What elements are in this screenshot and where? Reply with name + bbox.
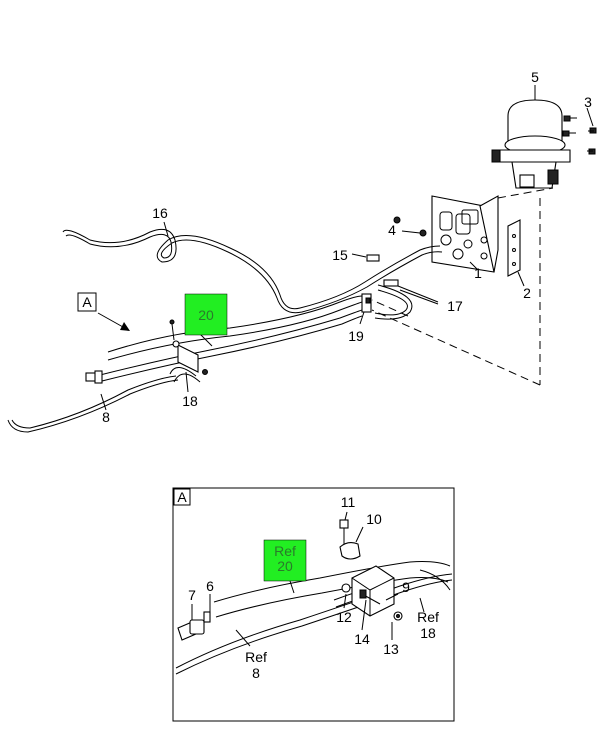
- air-dryer-canister: [491, 85, 571, 189]
- mounting-bracket: [431, 195, 499, 273]
- callout-17[interactable]: 17: [447, 298, 463, 314]
- fitting: [351, 253, 380, 262]
- callout-3[interactable]: 3: [584, 94, 592, 110]
- detail-label-a: A: [177, 489, 187, 505]
- elbow-fitting: [359, 293, 372, 325]
- callout-16[interactable]: 16: [152, 205, 168, 221]
- callout-6[interactable]: 6: [206, 578, 214, 594]
- callout-8[interactable]: 8: [102, 409, 110, 425]
- callout-13[interactable]: 13: [383, 641, 399, 657]
- mounting-bolts: [562, 107, 597, 155]
- ref-8-number[interactable]: 8: [252, 665, 260, 681]
- svg-text:20: 20: [277, 558, 293, 574]
- backing-plate: [507, 219, 521, 277]
- callout-1[interactable]: 1: [474, 265, 482, 281]
- nut: [393, 216, 427, 237]
- callout-14[interactable]: 14: [354, 631, 370, 647]
- svg-text:A: A: [82, 294, 92, 310]
- alignment-lines: [371, 187, 554, 386]
- callout-10[interactable]: 10: [366, 511, 382, 527]
- view-label-a: A: [77, 292, 97, 312]
- callout-12[interactable]: 12: [336, 609, 352, 625]
- callout-15[interactable]: 15: [332, 247, 348, 263]
- main-lines: [7, 295, 363, 433]
- callout-5[interactable]: 5: [531, 69, 539, 85]
- ref-18-number[interactable]: 18: [420, 625, 436, 641]
- callout-18[interactable]: 18: [182, 393, 198, 409]
- callout-20[interactable]: 20: [198, 307, 214, 323]
- line-end-fitting: [85, 370, 103, 384]
- callout-11[interactable]: 11: [341, 494, 356, 510]
- callout-2[interactable]: 2: [523, 285, 531, 301]
- tube-16: [62, 228, 443, 314]
- callout-7[interactable]: 7: [188, 587, 196, 603]
- view-a-arrow: [97, 312, 130, 331]
- callout-19[interactable]: 19: [348, 328, 364, 344]
- detail-highlight-20[interactable]: Ref 20: [263, 539, 307, 582]
- detail-view-a: A Ref 20: [172, 487, 455, 722]
- main-clamp: [169, 319, 208, 375]
- fitting-and-hose: [374, 279, 439, 320]
- leader-lines: [100, 221, 525, 411]
- callout-4[interactable]: 4: [388, 222, 396, 238]
- callout-9[interactable]: 9: [402, 579, 410, 595]
- ref-8-word: Ref: [245, 649, 267, 665]
- ref-18-word: Ref: [417, 609, 439, 625]
- highlight-20[interactable]: 20: [184, 293, 228, 336]
- svg-text:Ref: Ref: [274, 543, 296, 559]
